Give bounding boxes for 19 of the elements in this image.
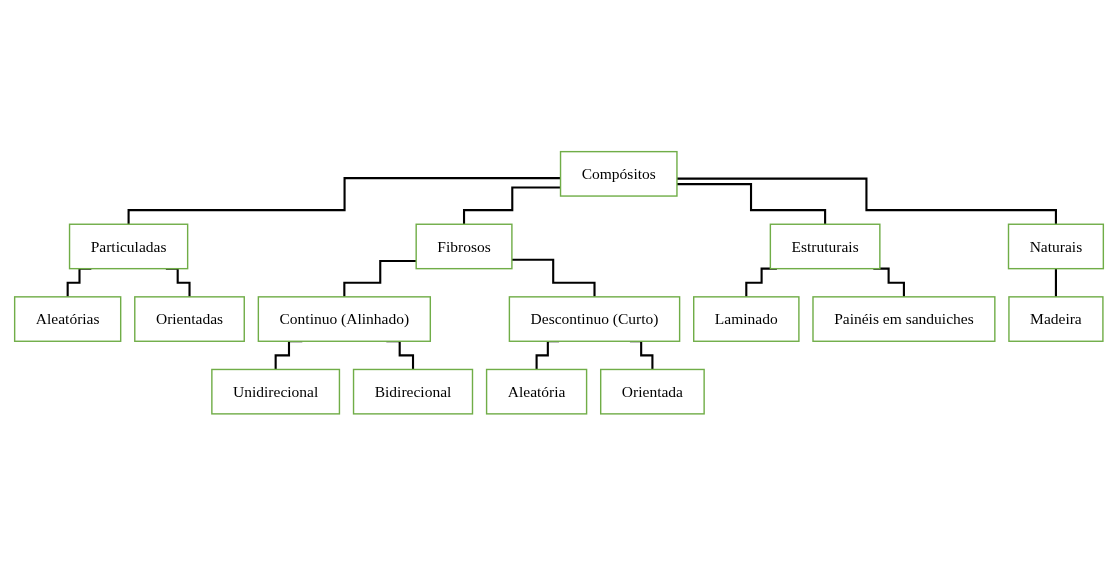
node-box: Continuo (Alinhado) [257,295,431,342]
node-box: Fibrosos [414,223,513,270]
node-box: Painéis em sanduiches [811,295,996,342]
node-box: Particuladas [68,223,188,270]
node-box: Aleatórias [13,295,121,342]
node-box: Naturais [1007,223,1104,270]
node-box: Madeira [1007,295,1104,342]
connector [342,259,416,298]
node-box: Unidirecional [210,368,340,415]
node-box: Orientadas [133,295,245,342]
connector [511,258,596,298]
connector [1054,267,1057,298]
node-box: Laminado [692,295,800,342]
node-box: Bidirecional [352,368,473,415]
node-box: Descontinuo (Curto) [508,295,680,342]
node-box: Aleatória [485,368,587,415]
node-box: Orientada [599,368,705,415]
node-box: Estruturais [769,223,881,270]
node-box: Compósitos [559,150,678,197]
